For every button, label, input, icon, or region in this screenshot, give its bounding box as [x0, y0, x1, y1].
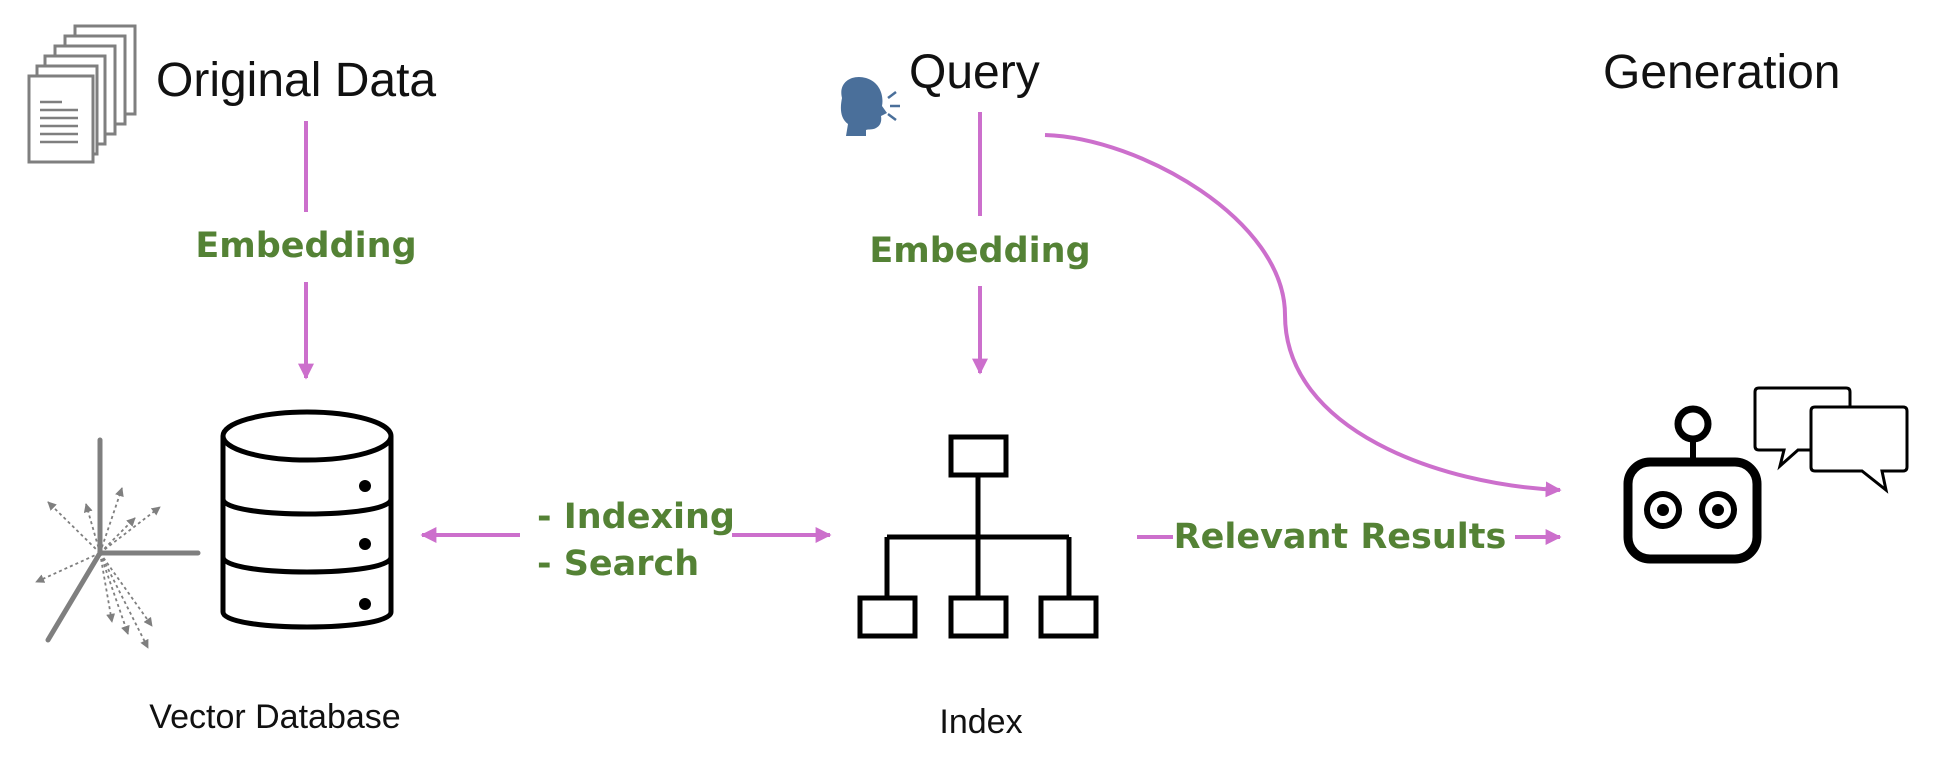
query-to-generation-curve	[1044, 133, 1562, 498]
embedding-label-left: Embedding	[195, 226, 416, 266]
documents-stack-icon	[27, 24, 137, 164]
query-title: Query	[909, 46, 1040, 99]
indexing-label: - Indexing	[537, 497, 735, 537]
speech-bubbles-icon	[1753, 386, 1909, 494]
vector-database-label: Vector Database	[149, 698, 400, 736]
vector-space-icon	[35, 437, 201, 649]
hierarchy-index-icon	[857, 434, 1099, 639]
database-icon	[220, 409, 394, 630]
robot-icon	[1623, 405, 1762, 564]
generation-title: Generation	[1603, 46, 1841, 99]
index-label: Index	[939, 703, 1022, 741]
original-data-title: Original Data	[156, 54, 436, 107]
embedding-label-middle: Embedding	[869, 231, 1090, 271]
speaking-head-icon	[840, 76, 900, 136]
relevant-results-label: Relevant Results	[1174, 517, 1507, 557]
search-label: - Search	[537, 544, 699, 584]
